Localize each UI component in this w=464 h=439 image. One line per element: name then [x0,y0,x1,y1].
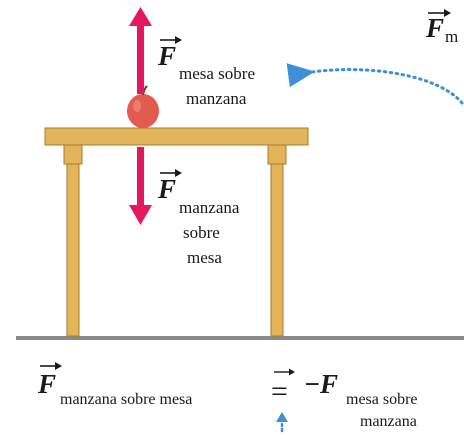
force-arrow-up [129,7,152,94]
force-arrow-down [129,147,152,225]
top-right-symbol: F [425,13,444,43]
ground [16,336,464,340]
force-down-subscript-line1: manzana [179,198,240,217]
table-top [44,127,309,146]
force-up-label: F mesa sobre manzana [157,36,255,108]
equation-pointer-arrow [276,412,288,436]
force-down-symbol: F [157,174,176,204]
table-icon [44,127,309,337]
force-up-symbol: F [157,41,176,71]
equation-rhs-sign: − [304,369,320,399]
equation-lhs-subscript: manzana sobre mesa [60,391,192,408]
equation-equals: = [271,375,288,408]
force-down-label: F manzana sobre mesa [157,169,240,267]
table-leg-right-lower [270,163,284,337]
apple-icon [127,85,159,128]
table-leg-right [267,144,287,165]
table-leg-left [63,144,83,165]
equation-lhs-symbol: F [37,369,56,399]
callout-dotted-arrow [286,63,464,105]
table-leg-left-lower [66,163,80,337]
equation-rhs-subscript-line2: manzana [360,413,417,430]
force-down-subscript-line2: sobre [183,223,220,242]
force-down-subscript-line3: mesa [187,248,222,267]
top-right-subscript: m [445,27,458,46]
force-up-subscript-line1: mesa sobre [179,64,255,83]
equation: F manzana sobre mesa = − F mesa sobre ma… [37,362,418,430]
equation-rhs-subscript-line1: mesa sobre [346,391,418,408]
force-up-subscript-line2: manzana [186,89,247,108]
top-right-force-label: F m [425,9,458,46]
equation-rhs-symbol: F [319,369,338,399]
